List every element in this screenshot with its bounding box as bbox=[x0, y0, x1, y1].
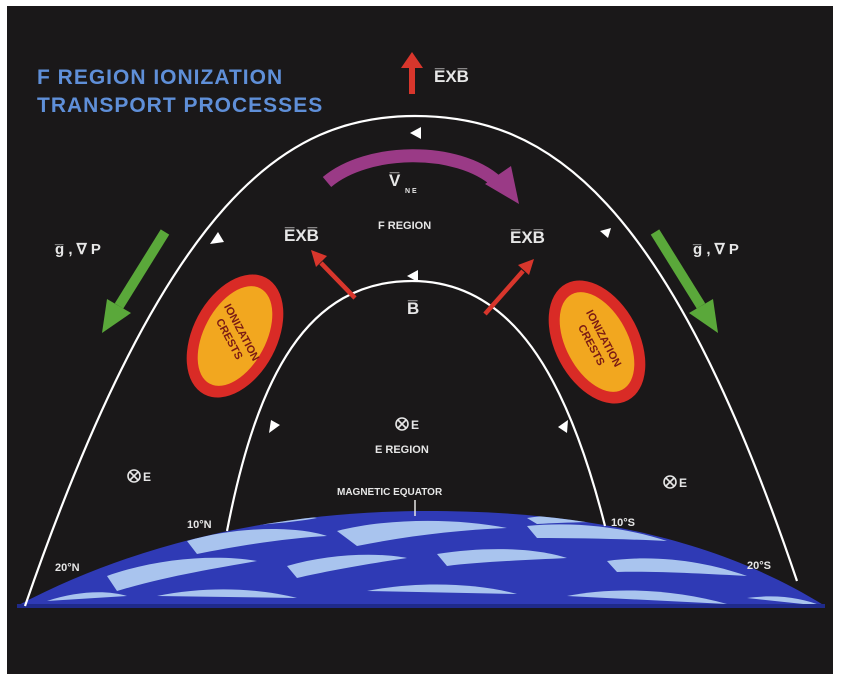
exb-label-left: E̅XB̅ bbox=[284, 226, 319, 245]
f-region-label: F REGION bbox=[378, 220, 431, 232]
field-arrow-icon bbox=[407, 270, 418, 282]
latitude-20s-label: 20°S bbox=[747, 560, 771, 572]
e-label-left: E bbox=[143, 470, 151, 484]
e-label-center: E bbox=[411, 418, 419, 432]
ionization-crest-left: IONIZATION CRESTS bbox=[186, 274, 284, 398]
e-field-into-page-icon-left bbox=[127, 469, 141, 483]
outer-field-line bbox=[23, 114, 799, 607]
e-region-label: E REGION bbox=[375, 444, 429, 456]
e-field-into-page-icon-center bbox=[395, 417, 409, 431]
exb-label-top: E̅XB̅ bbox=[434, 67, 469, 86]
diagram-title: F REGION IONIZATION TRANSPORT PROCESSES bbox=[37, 64, 323, 120]
field-arrow-icon bbox=[558, 420, 568, 433]
exb-arrow-top bbox=[401, 52, 423, 94]
earth bbox=[17, 511, 825, 608]
exb-arrow-left bbox=[311, 250, 357, 300]
neutral-wind-arrow bbox=[322, 149, 519, 204]
title-line-1: F REGION IONIZATION bbox=[37, 66, 284, 89]
diagram-slide: F REGION IONIZATION TRANSPORT PROCESSES bbox=[7, 6, 833, 674]
ionization-crest-right: IONIZATION CRESTS bbox=[548, 280, 646, 404]
gravity-pressure-label-right: g̅ , ∇ P bbox=[692, 241, 739, 258]
gravity-arrow-right bbox=[650, 229, 718, 333]
e-label-right: E bbox=[679, 476, 687, 490]
latitude-10n-label: 10°N bbox=[187, 519, 212, 531]
field-arrow-icon bbox=[600, 228, 611, 238]
b-field-label: B̅ bbox=[407, 299, 419, 318]
field-arrow-icon bbox=[210, 232, 224, 244]
gravity-pressure-label-left: g̅ , ∇ P bbox=[54, 241, 101, 258]
exb-arrow-right bbox=[483, 259, 534, 316]
magnetic-equator-label: MAGNETIC EQUATOR bbox=[337, 487, 443, 498]
inner-field-line bbox=[225, 279, 607, 532]
latitude-10s-label: 10°S bbox=[611, 517, 635, 529]
title-line-2: TRANSPORT PROCESSES bbox=[37, 94, 324, 117]
e-field-into-page-icon-right bbox=[663, 475, 677, 489]
ionosphere-diagram: E̅XB̅ V̅ N E F REGION E̅XB̅ E̅XB̅ B̅ ION… bbox=[17, 52, 825, 608]
field-arrow-icon bbox=[269, 420, 280, 433]
field-direction-arrows bbox=[210, 127, 611, 433]
exb-label-right: E̅XB̅ bbox=[510, 228, 545, 247]
gravity-arrow-left bbox=[102, 229, 170, 333]
neutral-wind-subscript: N E bbox=[405, 188, 417, 195]
neutral-wind-label: V̅ bbox=[389, 171, 401, 190]
latitude-20n-label: 20°N bbox=[55, 562, 80, 574]
earth-swirls bbox=[47, 514, 822, 606]
field-arrow-icon bbox=[410, 127, 421, 139]
